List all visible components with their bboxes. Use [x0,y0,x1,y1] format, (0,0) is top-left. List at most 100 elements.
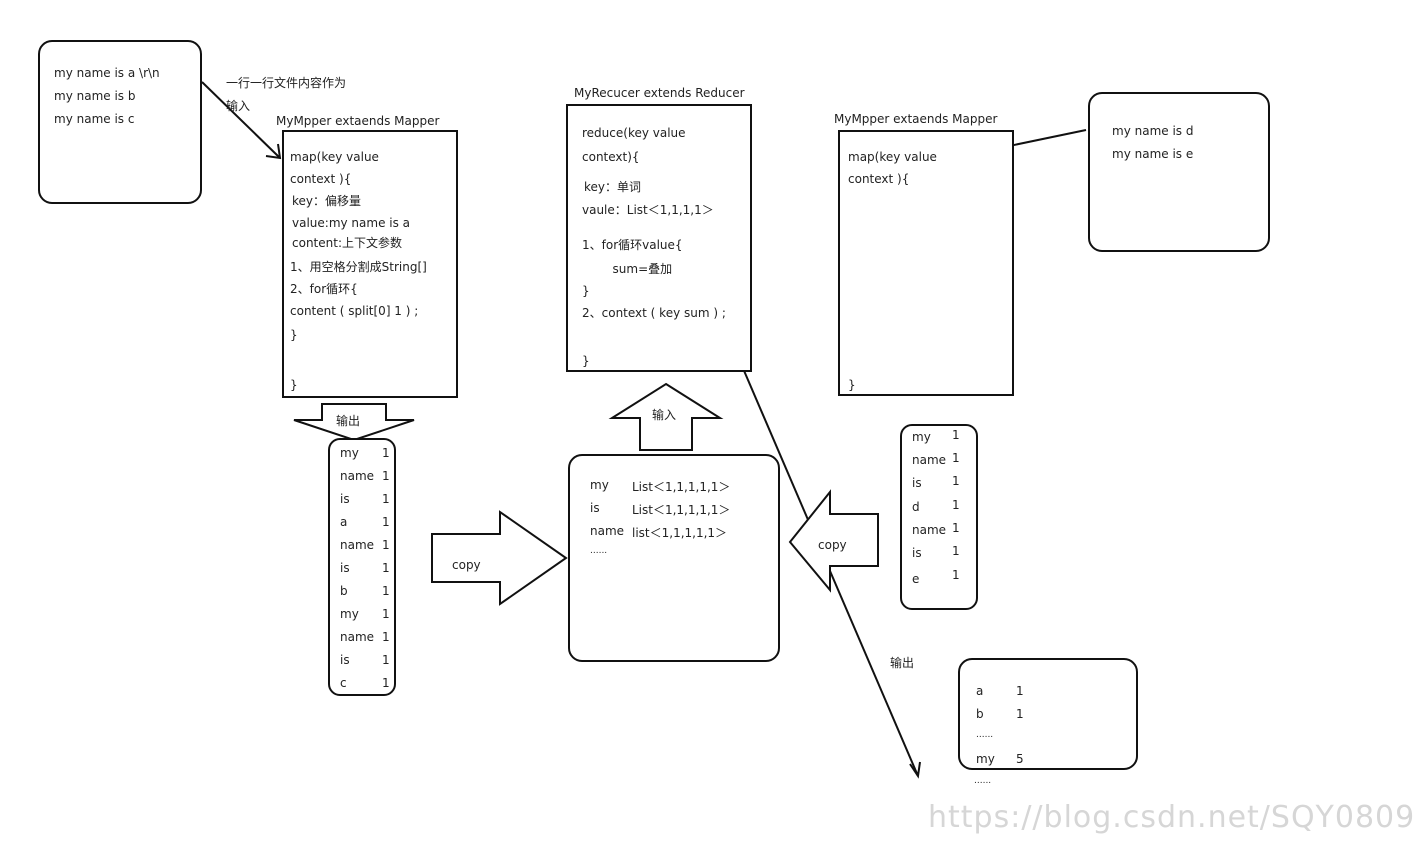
code-line: reduce(key value [582,126,686,140]
list-key: is [340,653,350,667]
mapper1-code-box: map(key value context ){ key：偏移量 value:m… [282,130,458,398]
code-line: content ( split[0] 1 ) ; [290,304,419,318]
list-value: 1 [382,538,390,552]
list-value: 1 [382,446,390,460]
output-key: b [976,707,984,721]
list-key: b [340,584,348,598]
code-line: sum=叠加 [582,262,673,276]
code-line: content:上下文参数 [292,236,402,250]
copy-left-arrow [788,489,879,593]
reducer-code-box: reduce(key value context){ key：单词 vaule：… [566,104,752,372]
list-key: my [912,430,931,444]
list-value: 1 [382,653,390,667]
list-value: 1 [382,492,390,506]
list-key: my [340,607,359,621]
list-value: 1 [382,515,390,529]
code-line: map(key value [290,150,379,164]
list-key: a [340,515,348,529]
code-line: 2、context ( key sum ) ; [582,306,726,320]
copy-label-right: copy [818,538,847,552]
input-arrow-label: 输入 [652,408,677,422]
list-value: 1 [952,451,960,465]
list-value: 1 [952,474,960,488]
list-key: name [340,630,375,644]
arrowhead [265,143,282,160]
list-key: d [912,500,920,514]
output-down-arrow [293,403,415,442]
watermark: https://blog.csdn.net/SQY0809 [928,800,1415,835]
list-key: my [340,446,359,460]
group-values: list＜1,1,1,1,1＞ [632,526,728,540]
group-key: is [590,501,600,515]
input-line: my name is b [54,89,136,103]
list-value: 1 [952,428,960,442]
code-line: vaule：List＜1,1,1,1＞ [582,203,714,217]
list-key: e [912,572,920,586]
arrowhead [909,761,921,779]
list-key: name [340,469,375,483]
output-value: 1 [1016,684,1024,698]
list-value: 1 [382,676,390,690]
mapper2-code-box: map(key value context ){ } [838,130,1014,396]
group-key: name [590,524,625,538]
list-key: is [340,561,350,575]
group-values: List＜1,1,1,1,1＞ [632,480,731,494]
code-line: map(key value [848,150,937,164]
mapper1-title: MyMpper extaends Mapper [276,114,440,128]
input-note-line1: 一行一行文件内容作为 [226,76,347,90]
code-line: context){ [582,150,640,164]
list-key: name [340,538,375,552]
output-key: a [976,684,984,698]
output-arrow-label: 输出 [336,414,361,428]
list-key: is [912,476,922,490]
copy-label-left: copy [452,558,481,572]
list-key: is [912,546,922,560]
list-key: is [340,492,350,506]
code-line: context ){ [290,172,352,186]
code-line: } [290,328,298,342]
input-line: my name is e [1112,147,1194,161]
code-line: } [290,378,298,392]
input-up-arrow [608,382,724,451]
group-values: List＜1,1,1,1,1＞ [632,503,731,517]
reducer-title: MyRecucer extends Reducer [574,86,745,100]
code-line: 1、用空格分割成String[] [290,260,427,274]
code-line: value:my name is a [292,216,411,230]
list-key: c [340,676,347,690]
input-file-box-1: my name is a \r\n my name is b my name i… [38,40,202,204]
copy-right-arrow [431,510,568,606]
list-value: 1 [952,544,960,558]
code-line: 1、for循环value{ [582,238,683,252]
output-label: 输出 [890,656,915,670]
group-key: my [590,478,609,492]
code-line: } [848,378,856,392]
group-ellipsis: ...... [590,546,608,556]
input-line: my name is c [54,112,135,126]
list-key: name [912,453,947,467]
output-value: 5 [1016,752,1024,766]
code-line: 2、for循环{ [290,282,358,296]
mapper2-title: MyMpper extaends Mapper [834,112,998,126]
input-line: my name is d [1112,124,1194,138]
output-ellipsis: ...... [976,730,994,740]
connector-layer [201,81,1087,779]
list-value: 1 [382,607,390,621]
input-note-line2: 输入 [226,99,251,113]
list-key: name [912,523,947,537]
code-line: } [582,354,590,368]
list-value: 1 [382,469,390,483]
list-value: 1 [382,630,390,644]
input-file-box-2: my name is d my name is e [1088,92,1270,252]
list-value: 1 [952,521,960,535]
list-value: 1 [382,584,390,598]
output-ellipsis: ...... [974,776,992,786]
input-to-mapper-line [201,81,281,159]
code-line: } [582,284,590,298]
input-line: my name is a \r\n [54,66,160,80]
list-value: 1 [952,498,960,512]
code-line: context ){ [848,172,910,186]
list-value: 1 [382,561,390,575]
